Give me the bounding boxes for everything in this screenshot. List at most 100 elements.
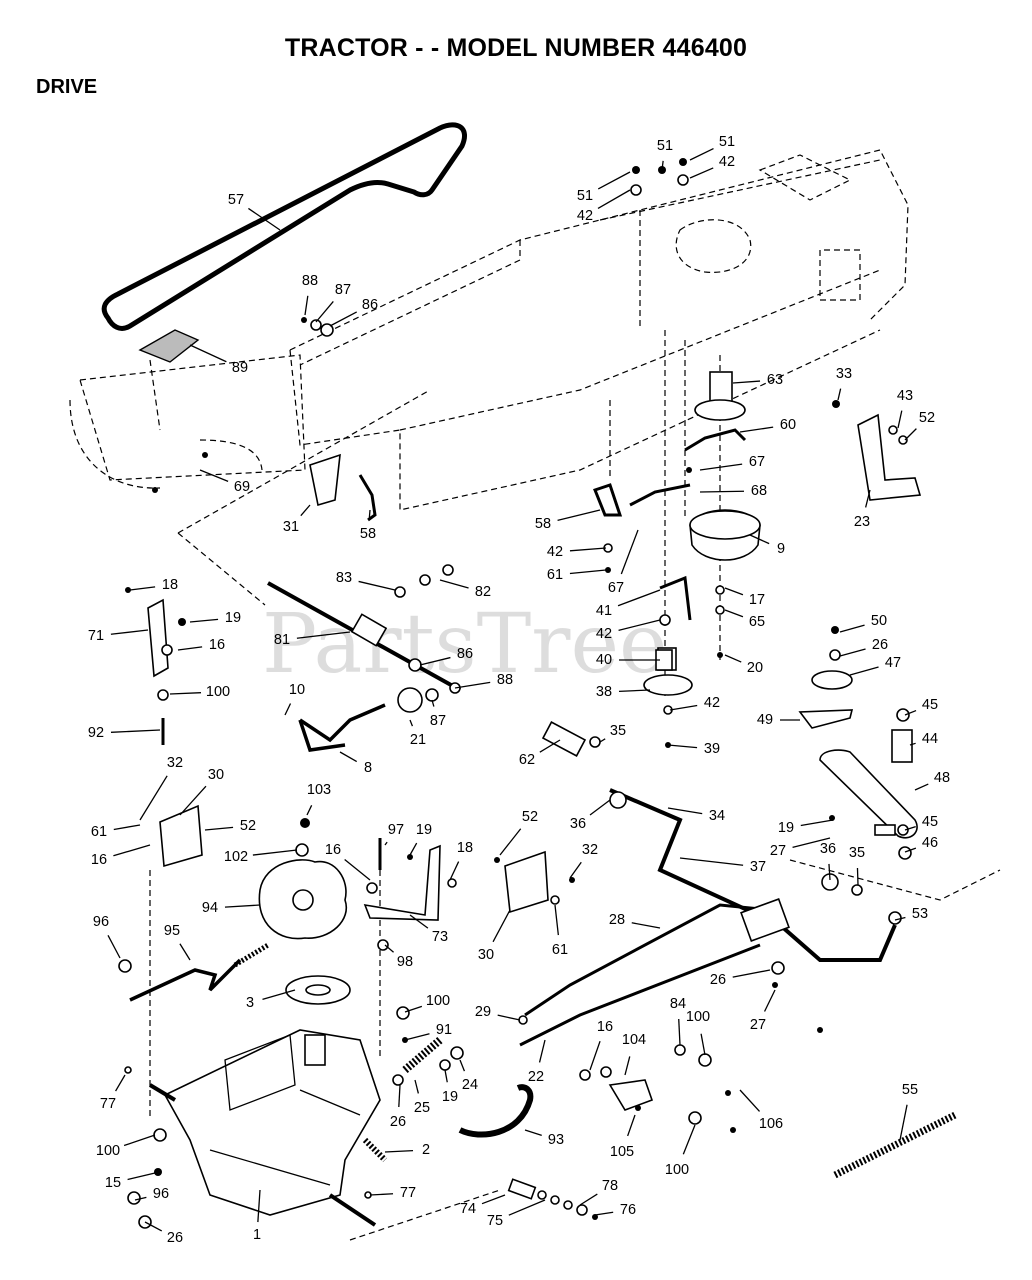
callout-number: 55 [902,1082,918,1098]
callout-c23: 23 [854,489,871,530]
callout-c68: 68 [699,483,767,499]
leader-line [865,489,871,508]
leader-line [909,742,916,746]
callout-c44: 44 [909,731,938,747]
transaxle [148,1029,381,1227]
callout-c78: 78 [579,1178,618,1206]
callout-number: 62 [519,752,535,768]
leader-line [739,426,774,433]
callout-c26c: 26 [390,1084,406,1130]
callout-number: 89 [232,360,248,376]
callout-c82: 82 [439,579,491,600]
rod-68 [629,483,691,507]
bracket-73 [363,844,441,921]
spring-95 [233,942,270,968]
leader-line [481,1194,506,1205]
callout-c69: 69 [199,469,250,495]
callout-number: 35 [610,723,626,739]
callout-c91: 91 [404,1022,452,1041]
leader-line [384,841,388,846]
callout-c86b: 86 [419,646,473,666]
leader-line [189,344,227,363]
callout-c74: 74 [460,1194,506,1217]
callout-number: 36 [570,816,586,832]
callout-c29: 29 [475,1004,521,1021]
pulley-63 [694,371,746,421]
control-shaft [267,581,461,692]
callout-number: 9 [777,541,785,557]
leader-line [904,709,917,716]
callout-c81: 81 [274,631,351,648]
callout-c32a: 32 [139,755,183,821]
callout-c27b: 27 [750,989,776,1033]
callout-c88a: 88 [302,273,318,316]
callout-number: 30 [478,947,494,963]
callout-number: 71 [88,628,104,644]
callout-number: 96 [93,914,109,930]
leader-line [384,1149,414,1153]
leader-line [508,1199,546,1216]
leader-line [661,160,664,171]
callout-number: 105 [610,1144,634,1160]
leader-line [682,1124,696,1155]
callout-c52c: 52 [499,809,538,856]
callout-number: 42 [547,544,563,560]
callout-number: 87 [430,713,446,729]
leader-line [539,739,561,753]
callout-number: 60 [780,417,796,433]
callout-number: 29 [475,1004,491,1020]
callout-number: 32 [167,755,183,771]
callout-c1: 1 [253,1189,261,1243]
leader-line [800,819,834,827]
leader-line [369,1193,394,1196]
leader-line [284,703,292,716]
leader-line [792,837,831,848]
callout-number: 22 [528,1069,544,1085]
callout-c42a: 42 [689,154,735,179]
callout-c77a: 77 [100,1074,126,1112]
callout-c36b: 36 [820,841,836,881]
callout-number: 16 [209,637,225,653]
callout-number: 27 [770,843,786,859]
leader-line [667,807,703,815]
callout-number: 19 [778,820,794,836]
callout-number: 45 [922,814,938,830]
callout-c28: 28 [609,912,661,929]
tractor-frame-outline [289,149,909,511]
callout-number: 17 [749,592,765,608]
callout-number: 26 [710,972,726,988]
leader-line [454,681,491,689]
callout-c97: 97 [384,822,404,846]
pulley-47 [811,670,853,690]
callout-c30b: 30 [478,909,511,963]
callout-c43: 43 [897,388,913,429]
callout-number: 68 [751,483,767,499]
callout-number: 18 [162,577,178,593]
callout-number: 58 [535,516,551,532]
spring-2 [362,1137,388,1163]
leader-line [252,849,298,856]
callout-c95: 95 [164,923,191,961]
callout-c35b: 35 [849,845,865,886]
leader-line [431,699,435,707]
leader-line [497,1014,521,1021]
callout-c38: 38 [596,684,651,700]
leader-line [134,1196,147,1201]
leader-line [129,586,156,591]
callout-number: 28 [609,912,625,928]
leader-line [113,844,151,857]
leader-line [579,1193,598,1206]
callout-number: 37 [750,859,766,875]
leader-line [589,1040,601,1071]
callout-number: 10 [289,682,305,698]
callout-c55: 55 [899,1082,918,1141]
leader-line [839,648,866,657]
callout-c26b: 26 [710,969,771,988]
callout-c42d: 42 [596,619,661,642]
callout-c96b: 96 [134,1186,169,1202]
section-label: DRIVE [36,76,98,98]
leader-line [904,428,917,441]
leader-line [732,969,771,978]
bracket-58b [358,474,377,522]
callout-c3: 3 [246,989,296,1011]
